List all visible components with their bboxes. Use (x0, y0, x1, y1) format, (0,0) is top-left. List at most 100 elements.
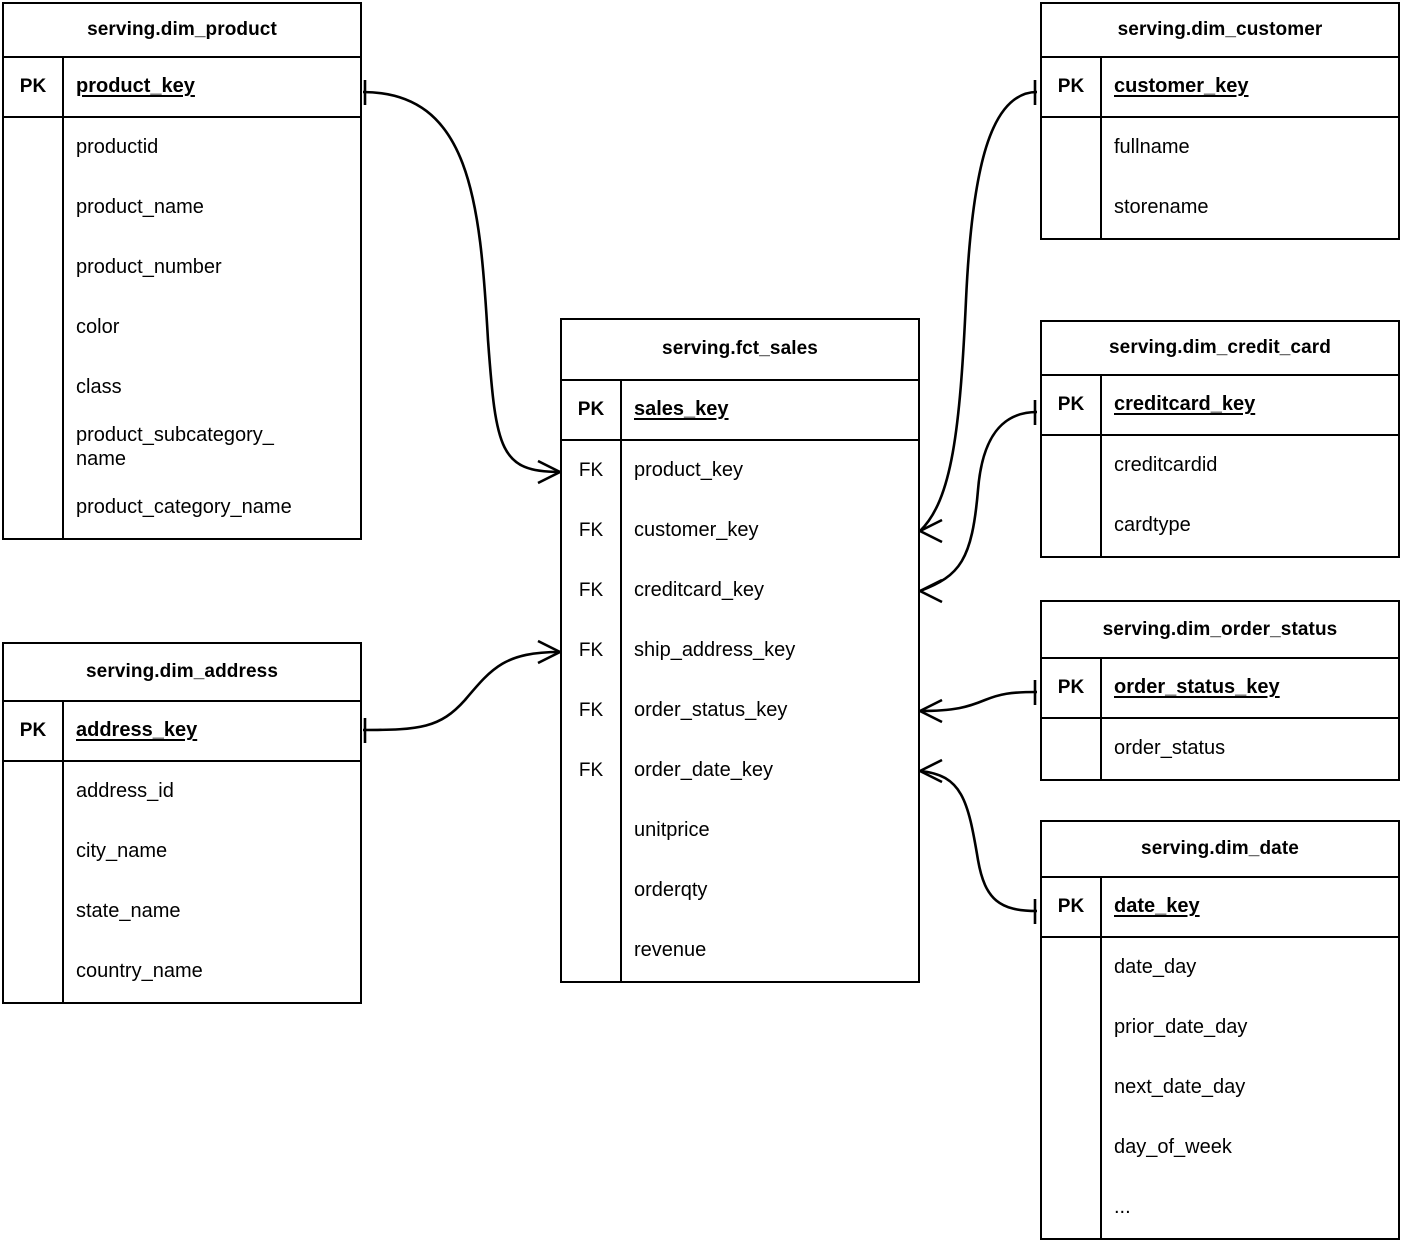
key-cell (4, 298, 62, 358)
attribute-block-dim-date: date_day prior_date_day next_date_day da… (1042, 938, 1398, 1238)
entity-title-dim-product: serving.dim_product (4, 4, 360, 58)
relationship-address-sales (362, 639, 561, 743)
key-cell (1042, 1058, 1100, 1118)
key-cell (1042, 1118, 1100, 1178)
attribute-block-fct-sales: FK FK FK FK FK FK product_key customer_k… (562, 441, 918, 981)
attribute-name: state_name (76, 900, 181, 923)
key-cell (1042, 719, 1100, 779)
relationship-product-sales (362, 80, 561, 485)
key-cell (4, 118, 62, 178)
entity-title-dim-customer: serving.dim_customer (1042, 4, 1398, 58)
key-cell-fk: FK (578, 760, 604, 781)
attribute-name: unitprice (634, 819, 710, 842)
attribute-name: storename (1114, 196, 1209, 219)
attribute-block-dim-order-status: order_status (1042, 719, 1398, 779)
attribute-name: order_status_key (634, 699, 788, 722)
pk-label: PK (1042, 878, 1102, 936)
key-cell (4, 358, 62, 418)
key-cell-fk: FK (578, 520, 604, 541)
pk-label: PK (1042, 58, 1102, 116)
entity-dim-date[interactable]: serving.dim_date PK date_key date_day pr… (1040, 820, 1400, 1240)
entity-dim-customer[interactable]: serving.dim_customer PK customer_key ful… (1040, 2, 1400, 240)
entity-dim-credit-card[interactable]: serving.dim_credit_card PK creditcard_ke… (1040, 320, 1400, 558)
attribute-block-dim-customer: fullname storename (1042, 118, 1398, 238)
attribute-column: order_status (1102, 719, 1398, 779)
relationship-orderstatus-sales (919, 680, 1038, 724)
key-cell (562, 801, 620, 861)
attribute-column: creditcardid cardtype (1102, 436, 1398, 556)
pk-field-name: order_status_key (1114, 676, 1280, 699)
attribute-name: prior_date_day (1114, 1016, 1248, 1039)
relationship-customer-sales (919, 80, 1038, 544)
attribute-column: productid product_name product_number co… (64, 118, 360, 538)
key-cell (1042, 496, 1100, 556)
attribute-name: orderqty (634, 879, 708, 902)
entity-title-dim-date: serving.dim_date (1042, 822, 1398, 878)
entity-title-dim-order-status: serving.dim_order_status (1042, 602, 1398, 659)
key-cell (4, 942, 62, 1002)
relationship-date-sales (919, 758, 1038, 924)
key-column (4, 118, 64, 538)
key-cell (562, 861, 620, 921)
key-cell (1042, 118, 1100, 178)
pk-row-dim-credit-card: PK creditcard_key (1042, 376, 1398, 436)
attribute-name: revenue (634, 939, 707, 962)
attribute-name: product_number (76, 256, 222, 279)
pk-row-dim-order-status: PK order_status_key (1042, 659, 1398, 719)
key-cell (1042, 998, 1100, 1058)
attribute-block-dim-credit-card: creditcardid cardtype (1042, 436, 1398, 556)
entity-fct-sales[interactable]: serving.fct_sales PK sales_key FK FK FK … (560, 318, 920, 983)
key-cell (4, 178, 62, 238)
attribute-name: fullname (1114, 136, 1190, 159)
pk-field-name: sales_key (634, 397, 729, 420)
attribute-name: product_category_name (76, 496, 292, 519)
key-cell (1042, 938, 1100, 998)
entity-dim-address[interactable]: serving.dim_address PK address_key addre… (2, 642, 362, 1004)
key-cell-fk: FK (578, 700, 604, 721)
pk-row-dim-address: PK address_key (4, 702, 360, 762)
attribute-name: date_day (1114, 956, 1197, 979)
pk-label: PK (4, 58, 64, 116)
attribute-name: day_of_week (1114, 1136, 1232, 1159)
pk-field-name: customer_key (1114, 75, 1249, 98)
pk-row-fct-sales: PK sales_key (562, 380, 918, 441)
entity-title-dim-address: serving.dim_address (4, 644, 360, 702)
key-cell-fk: FK (578, 460, 604, 481)
pk-field-name: product_key (76, 75, 195, 98)
pk-row-dim-customer: PK customer_key (1042, 58, 1398, 118)
pk-field-name: address_key (76, 719, 198, 742)
attribute-column: address_id city_name state_name country_… (64, 762, 360, 1002)
entity-dim-product[interactable]: serving.dim_product PK product_key produ… (2, 2, 362, 540)
key-column (1042, 938, 1102, 1238)
key-column (1042, 118, 1102, 238)
attribute-name: creditcardid (1114, 454, 1218, 477)
attribute-name: product_subcategory_ name (76, 424, 274, 470)
attribute-column: date_day prior_date_day next_date_day da… (1102, 938, 1398, 1238)
key-column (1042, 436, 1102, 556)
attribute-column: fullname storename (1102, 118, 1398, 238)
relationship-creditcard-sales (919, 400, 1038, 604)
key-cell-fk: FK (578, 580, 604, 601)
entity-title-fct-sales: serving.fct_sales (562, 320, 918, 381)
entity-dim-order-status[interactable]: serving.dim_order_status PK order_status… (1040, 600, 1400, 781)
key-cell (4, 478, 62, 538)
key-cell (4, 418, 62, 478)
key-column (4, 762, 64, 1002)
attribute-name: city_name (76, 840, 168, 863)
attribute-name: order_date_key (634, 759, 773, 782)
attribute-name: productid (76, 136, 159, 159)
attribute-name: color (76, 316, 120, 339)
attribute-name: class (76, 376, 122, 399)
pk-label: PK (1042, 659, 1102, 717)
attribute-name: customer_key (634, 519, 759, 542)
key-cell (4, 762, 62, 822)
attribute-name: country_name (76, 960, 203, 983)
attribute-name: ship_address_key (634, 639, 796, 662)
attribute-name: next_date_day (1114, 1076, 1246, 1099)
key-cell (1042, 1178, 1100, 1238)
attribute-block-dim-product: productid product_name product_number co… (4, 118, 360, 538)
pk-field-name: date_key (1114, 895, 1200, 918)
key-cell (4, 238, 62, 298)
pk-row-dim-product: PK product_key (4, 58, 360, 118)
